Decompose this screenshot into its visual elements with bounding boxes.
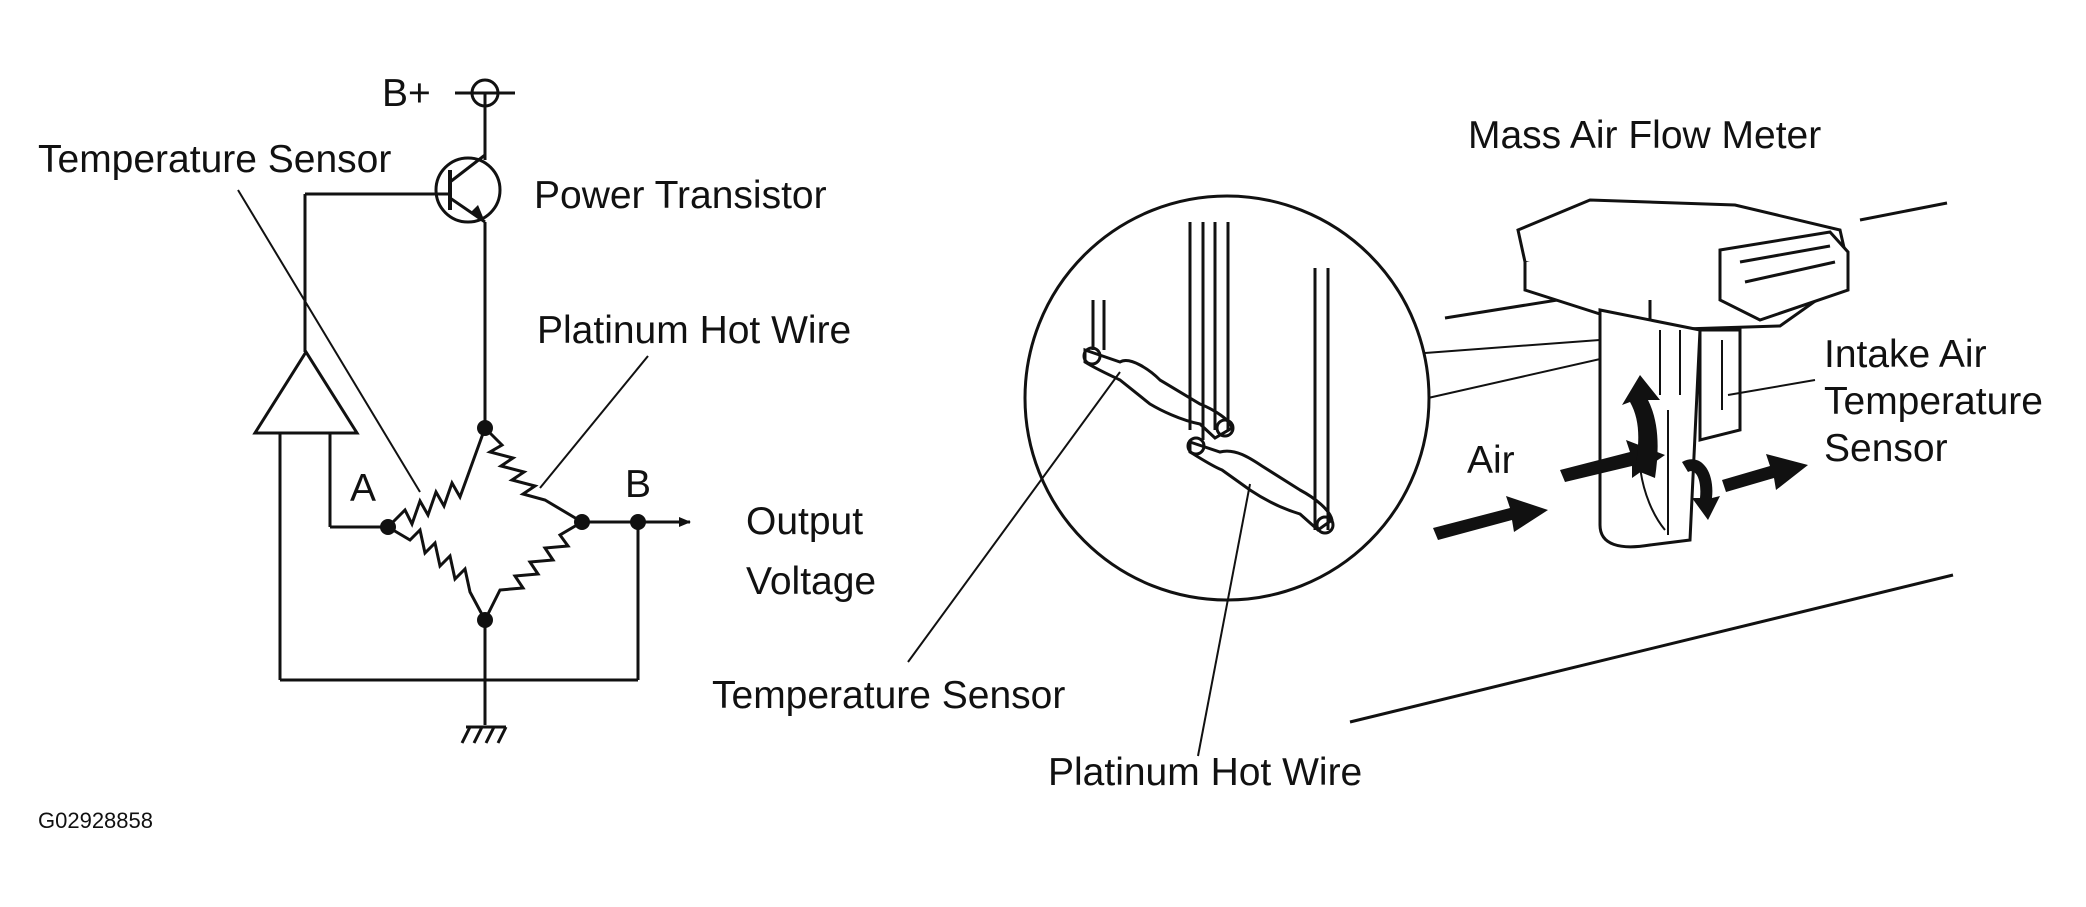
temperature-sensor-leader [237,189,421,493]
temperature-sensor-element [1083,347,1234,440]
figure-id: G02928858 [38,808,153,833]
air-exit-arrow [1722,454,1808,492]
platinum-hot-wire-resistor [483,426,583,524]
detail-magnifier [907,194,1641,757]
node-b-label: B [625,463,651,506]
b-plus-label: B+ [382,72,431,115]
mass-air-flow-meter-label: Mass Air Flow Meter [1468,114,1821,157]
mass-air-flow-meter-body [1349,198,1954,724]
airflow-arrows [1433,375,1808,540]
air-turn-arrow [1622,375,1660,478]
bridge-resistor-lower-right [483,520,583,621]
ground-symbol [460,725,508,744]
platinum-hot-wire-label: Platinum Hot Wire [537,309,851,352]
intake-air-label-line2: Temperature [1824,380,2043,423]
amplifier-symbol [252,194,640,682]
power-transistor-symbol [305,150,502,428]
intake-air-label-line1: Intake Air [1824,333,1987,376]
air-curl-arrow [1682,459,1720,520]
b-plus-terminal [455,78,515,150]
platinum-hot-wire-leader [539,355,649,489]
voltage-label: Voltage [746,560,876,603]
temperature-sensor-resistor [386,427,487,529]
power-transistor-label: Power Transistor [534,174,827,217]
platinum-hot-wire-element [1188,439,1334,532]
air-inlet-arrow [1433,496,1548,540]
air-label: Air [1467,439,1515,482]
node-a-label: A [350,467,376,510]
temperature-sensor-label: Temperature Sensor [38,138,391,181]
temperature-sensor-detail-label: Temperature Sensor [712,674,1065,717]
circuit-schematic [237,78,691,744]
intake-air-label-line3: Sensor [1824,427,1948,470]
junction-dots [380,420,646,628]
platinum-hot-wire-detail-label: Platinum Hot Wire [1048,751,1362,794]
output-label: Output [746,500,863,543]
bridge-resistor-lower-left [387,525,487,621]
